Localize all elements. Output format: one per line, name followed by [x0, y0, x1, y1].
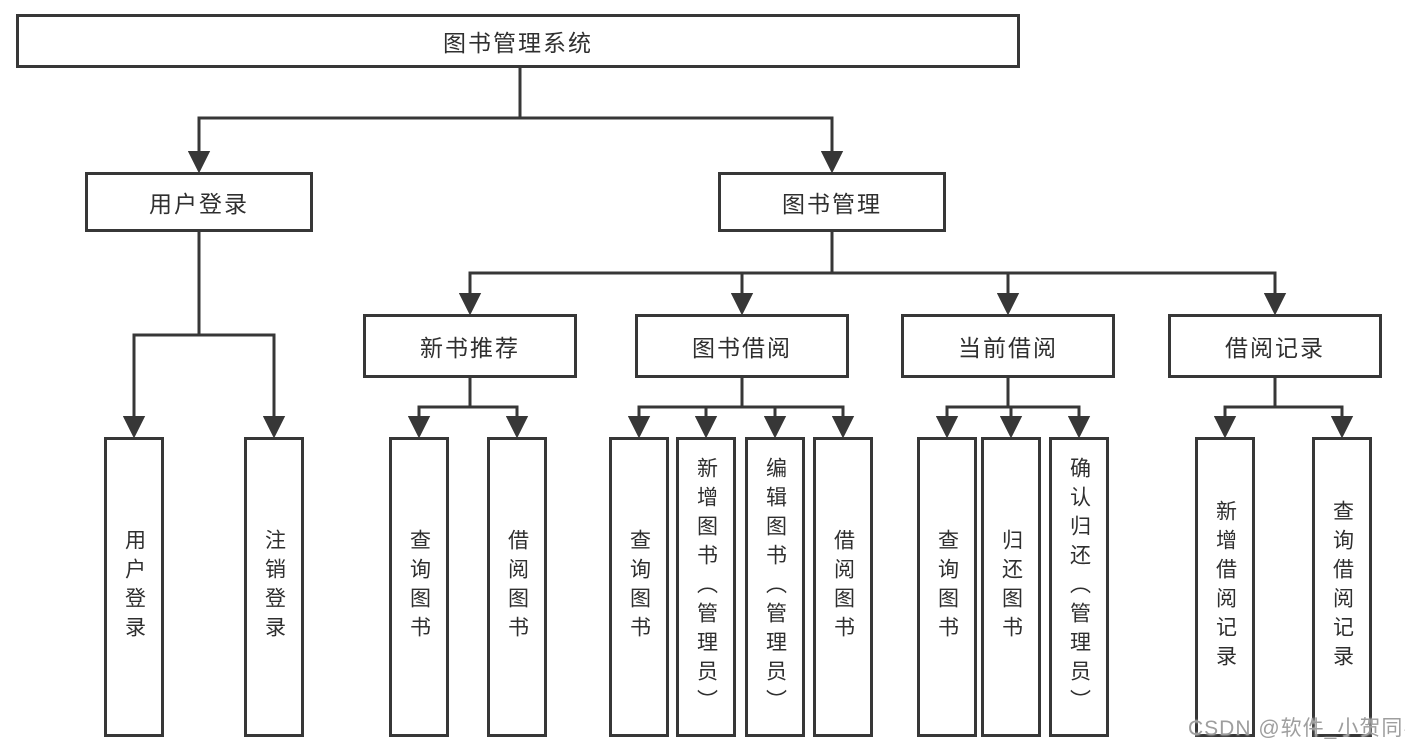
node-new-book-recommend-label: 新书推荐: [420, 335, 520, 361]
leaf-query-borrow-record: 查询借阅记录: [1312, 437, 1372, 737]
leaf-borrow-books-recommend: 借阅图书: [487, 437, 547, 737]
node-user-login-label: 用户登录: [149, 191, 249, 217]
leaf-borrow-books: 借阅图书: [813, 437, 873, 737]
leaf-query-books-current: 查询图书: [917, 437, 977, 737]
leaf-return-book: 归还图书: [981, 437, 1041, 737]
leaf-query-books-borrow-label: 查询图书: [627, 529, 651, 645]
leaf-user-login-label: 用户登录: [122, 529, 146, 645]
leaf-edit-book-admin: 编辑图书（管理员）: [745, 437, 805, 737]
watermark-text: CSDN @软件_小贺同学: [1188, 717, 1405, 740]
leaf-edit-book-admin-label: 编辑图书（管理员）: [763, 456, 787, 718]
leaf-query-borrow-record-label: 查询借阅记录: [1330, 500, 1354, 674]
node-root: 图书管理系统: [16, 14, 1020, 68]
node-current-borrow-label: 当前借阅: [958, 335, 1058, 361]
leaf-return-book-label: 归还图书: [999, 529, 1023, 645]
node-current-borrow: 当前借阅: [901, 314, 1115, 378]
node-root-label: 图书管理系统: [443, 30, 593, 56]
node-user-login: 用户登录: [85, 172, 313, 232]
leaf-add-book-admin: 新增图书（管理员）: [676, 437, 736, 737]
leaf-logout: 注销登录: [244, 437, 304, 737]
leaf-add-borrow-record-label: 新增借阅记录: [1213, 500, 1237, 674]
leaf-logout-label: 注销登录: [262, 529, 286, 645]
leaf-add-borrow-record: 新增借阅记录: [1195, 437, 1255, 737]
leaf-borrow-books-label: 借阅图书: [831, 529, 855, 645]
leaf-user-login: 用户登录: [104, 437, 164, 737]
node-book-borrow-label: 图书借阅: [692, 335, 792, 361]
node-borrow-records-label: 借阅记录: [1225, 335, 1325, 361]
leaf-confirm-return-admin: 确认归还（管理员）: [1049, 437, 1109, 737]
node-borrow-records: 借阅记录: [1168, 314, 1382, 378]
node-book-borrow: 图书借阅: [635, 314, 849, 378]
node-book-management: 图书管理: [718, 172, 946, 232]
node-book-management-label: 图书管理: [782, 191, 882, 217]
leaf-query-books-borrow: 查询图书: [609, 437, 669, 737]
node-new-book-recommend: 新书推荐: [363, 314, 577, 378]
leaf-query-books-recommend-label: 查询图书: [407, 529, 431, 645]
leaf-borrow-books-recommend-label: 借阅图书: [505, 529, 529, 645]
leaf-confirm-return-admin-label: 确认归还（管理员）: [1067, 456, 1091, 718]
leaf-add-book-admin-label: 新增图书（管理员）: [694, 456, 718, 718]
leaf-query-books-recommend: 查询图书: [389, 437, 449, 737]
leaf-query-books-current-label: 查询图书: [935, 529, 959, 645]
